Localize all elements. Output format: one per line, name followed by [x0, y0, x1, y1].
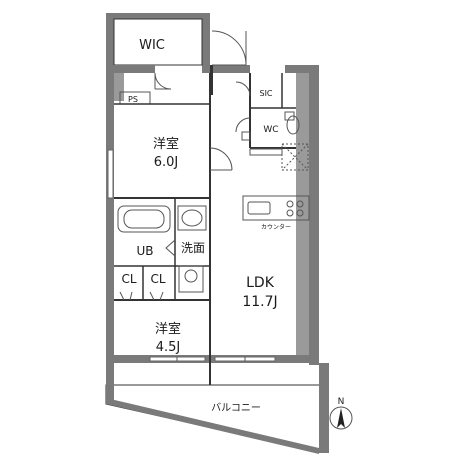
north-arrow-icon [337, 408, 345, 428]
kitchen-counter: カウンター [242, 195, 310, 231]
western-room-1-name: 洋室 [153, 136, 179, 152]
balcony: バルコニー [105, 363, 329, 454]
washroom-label: 洗面 [181, 241, 205, 255]
ps-label: PS [128, 95, 138, 104]
ldk-name: LDK [246, 275, 275, 291]
wic-room: WIC [106, 13, 210, 73]
wic-label: WIC [139, 38, 165, 53]
western-room-2-name: 洋室 [155, 321, 181, 337]
counter-label: カウンター [261, 223, 291, 231]
western-room-1: 洋室 6.0J [153, 136, 179, 170]
ub-label: UB [136, 244, 153, 258]
balcony-label: バルコニー [211, 402, 261, 414]
wc-room: WC [235, 111, 300, 141]
wc-label: WC [263, 125, 278, 135]
cl-2-label: CL [150, 272, 165, 286]
sic-label: SIC [259, 89, 272, 98]
entry-cabinet [249, 143, 309, 171]
outer-walls [106, 65, 319, 365]
closets: CL CL [119, 272, 166, 301]
ldk-room: LDK 11.7J [242, 275, 277, 310]
washroom: 洗面 [165, 205, 207, 293]
wic-door[interactable] [154, 72, 172, 90]
western-room-1-door[interactable] [209, 147, 233, 171]
ps-area: PS [119, 91, 151, 105]
sic-room: SIC [235, 81, 273, 98]
western-room-1-window [107, 149, 114, 199]
interior-walls [114, 73, 296, 385]
compass-label: N [338, 397, 345, 407]
balcony-windows[interactable] [149, 356, 276, 362]
western-room-2-size: 4.5J [156, 340, 181, 355]
western-room-1-size: 6.0J [154, 155, 179, 170]
western-room-2: 洋室 4.5J [155, 321, 181, 355]
unit-bath: UB [117, 205, 171, 258]
ldk-size: 11.7J [242, 294, 277, 310]
entrance-door[interactable] [210, 30, 247, 95]
cl-1-label: CL [121, 272, 136, 286]
compass: N [329, 397, 353, 430]
